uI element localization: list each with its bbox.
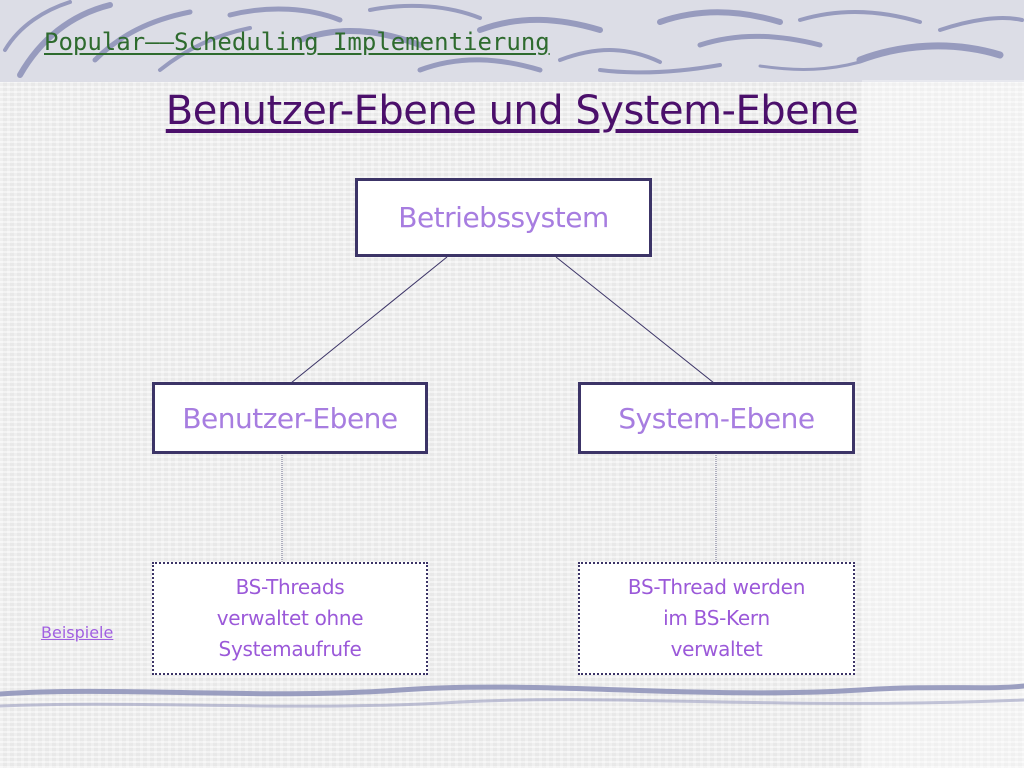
note-left-line-2: verwaltet ohne bbox=[216, 606, 364, 630]
node-betriebssystem: Betriebssystem bbox=[355, 178, 652, 257]
note-bs-threads: BS-Threads verwaltet ohne Systemaufrufe bbox=[152, 562, 428, 675]
beispiele-link[interactable]: Beispiele bbox=[41, 623, 114, 642]
connector-root-right bbox=[555, 256, 715, 384]
node-system-ebene-label: System-Ebene bbox=[618, 401, 815, 435]
note-right-line-2: im BS-Kern bbox=[663, 606, 770, 630]
note-right-line-1: BS-Thread werden bbox=[627, 575, 806, 599]
node-benutzer-ebene-label: Benutzer-Ebene bbox=[182, 401, 398, 435]
side-band bbox=[862, 80, 1024, 768]
note-left-line-3: Systemaufrufe bbox=[218, 637, 362, 661]
connector-root-left bbox=[290, 256, 448, 384]
note-left-line-1: BS-Threads bbox=[235, 575, 345, 599]
node-system-ebene: System-Ebene bbox=[578, 382, 855, 454]
note-right-line-3: verwaltet bbox=[670, 637, 763, 661]
node-benutzer-ebene: Benutzer-Ebene bbox=[152, 382, 428, 454]
note-bs-kern: BS-Thread werden im BS-Kern verwaltet bbox=[578, 562, 855, 675]
slide-header: Popular——Scheduling Implementierung bbox=[44, 28, 550, 56]
slide-title: Benutzer-Ebene und System-Ebene bbox=[165, 88, 859, 134]
node-betriebssystem-label: Betriebssystem bbox=[398, 201, 609, 234]
